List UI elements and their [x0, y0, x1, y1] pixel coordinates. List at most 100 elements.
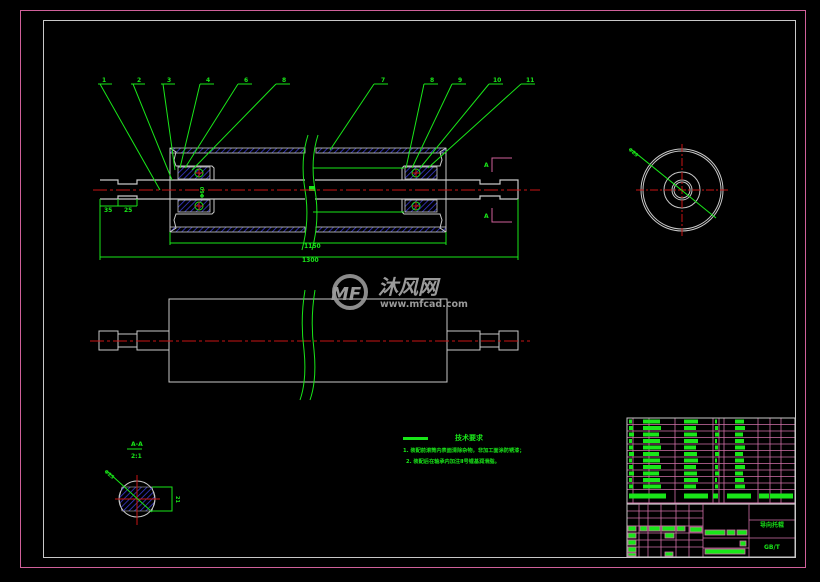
watermark: MF 沐风网 www.mfcad.com: [331, 274, 468, 310]
section-label-bottom: A: [484, 213, 489, 220]
title-block-cell: [648, 525, 661, 532]
title-block-cell: [689, 526, 703, 533]
parts-list-cell: [643, 419, 660, 424]
parts-list-cell: [715, 484, 718, 489]
tech-req-title: 技术要求: [455, 433, 484, 442]
parts-list-cell: [684, 471, 697, 476]
parts-list-cell: [684, 478, 698, 482]
section-view: 1300 1150 35 25 Φ60 A A: [93, 134, 540, 264]
balloon-labels: 1 2 3 4 6 8 7 8 9 10 11: [102, 77, 534, 84]
balloon-leaders: [98, 83, 535, 191]
parts-list-cell: [715, 471, 719, 476]
title-block-part-name: 导向托辊: [760, 521, 784, 529]
parts-list-cell: [684, 458, 698, 463]
parts-list-cell: [643, 426, 661, 430]
parts-list-cell: [684, 432, 697, 437]
watermark-logo: MF: [331, 284, 362, 305]
technical-requirements: 技术要求 1. 装配前滚筒内表面清除杂物，非加工面涂防锈漆； 2. 装配后在轴承…: [403, 433, 525, 465]
tube-wall-bottom-r: [315, 226, 447, 233]
title-block-cell: [676, 525, 686, 532]
balloon-6: 6: [244, 77, 248, 84]
parts-list-header-cell: [684, 493, 708, 499]
title-block-cell: [664, 532, 675, 539]
right-bearing-top: [404, 166, 438, 180]
parts-list-cell: [715, 419, 717, 424]
parts-list-cell: [684, 419, 698, 424]
parts-list-cell: [715, 478, 717, 482]
parts-list-cell: [629, 439, 632, 443]
balloon-4: 4: [206, 77, 210, 84]
dim-end-view-dia: Φ89: [627, 147, 640, 159]
parts-list-cell: [715, 426, 718, 430]
parts-list-cell: [629, 478, 632, 482]
parts-list-cell: [735, 419, 744, 424]
parts-list-header-cell: [713, 493, 718, 499]
section-aa-view: A-A 2:1 Φ25 21: [103, 441, 180, 525]
parts-list-cell: [629, 452, 634, 456]
parts-list-cell: [715, 452, 719, 456]
balloon-10: 10: [493, 77, 501, 84]
parts-list-header-cell: [629, 493, 666, 499]
section-view-title: A-A: [131, 441, 143, 448]
parts-list-cell: [715, 458, 717, 463]
watermark-brand: 沐风网: [378, 275, 441, 299]
parts-list-header-cell: [759, 493, 769, 499]
section-cut-marker-top: [491, 157, 512, 172]
parts-list-cell: [643, 465, 661, 469]
parts-list-cell: [735, 439, 744, 443]
outer-border: [20, 10, 806, 568]
parts-list-cell: [684, 445, 696, 450]
balloon-8a: 8: [282, 77, 286, 84]
balloon-1: 1: [102, 77, 106, 84]
parts-list-cell: [715, 432, 719, 437]
break-line-2: [311, 134, 319, 251]
parts-list-cell: [684, 452, 697, 456]
parts-list-cell: [643, 445, 661, 450]
parts-list-cell: [643, 484, 661, 489]
title-block-drawing-number: GB/T: [764, 544, 781, 551]
title-block-cell: [627, 525, 637, 532]
dim-overall-length: 1300: [302, 257, 319, 264]
balloon-8b: 8: [430, 77, 434, 84]
parts-list-cell: [735, 445, 745, 450]
title-block-cell: [661, 525, 676, 532]
dim-section-width: 21: [174, 496, 180, 503]
dim-shaft-d1: 35: [104, 207, 112, 214]
parts-list-cell: [629, 458, 632, 463]
parts-list-cell: [629, 445, 633, 450]
tech-req-item-1: 1. 装配前滚筒内表面清除杂物，非加工面涂防锈漆；: [403, 446, 525, 454]
break-line-3: [299, 289, 306, 401]
parts-list-cell: [643, 439, 660, 443]
balloon-9: 9: [458, 77, 462, 84]
title-block-cell: [736, 529, 748, 536]
section-label-top: A: [484, 162, 489, 169]
parts-list-cell: [715, 439, 717, 443]
inner-frame: [43, 20, 796, 558]
tube-wall-bottom: [169, 226, 306, 233]
right-bearing-bottom: [404, 199, 438, 213]
title-block-cell: [726, 529, 736, 536]
parts-list-cell: [735, 458, 744, 463]
parts-list-cell: [735, 484, 745, 489]
balloon-11: 11: [526, 77, 534, 84]
title-block-cell: [627, 539, 637, 546]
balloon-3: 3: [167, 77, 171, 84]
title-block: 导向托辊 GB/T: [626, 502, 796, 558]
tube-wall-top-r: [315, 147, 447, 154]
end-view: Φ89: [627, 144, 728, 236]
title-block-cell: [639, 525, 648, 532]
title-block-cell: [627, 546, 637, 553]
dim-bearing: Φ60: [200, 186, 206, 198]
parts-list-cell: [684, 465, 696, 469]
parts-list-cell: [629, 465, 633, 469]
left-bearing-top: [177, 166, 211, 180]
title-block-cell: [704, 548, 746, 555]
parts-list-cell: [643, 458, 660, 463]
dim-shaft-d2: 25: [124, 207, 132, 214]
parts-list-cell: [735, 432, 743, 437]
balloon-7: 7: [381, 77, 385, 84]
title-block-cell: [627, 552, 637, 557]
tech-req-item-2: 2. 装配后在轴承内加注Ⅱ号锂基润滑脂。: [406, 457, 500, 465]
parts-list-cell: [643, 432, 659, 437]
